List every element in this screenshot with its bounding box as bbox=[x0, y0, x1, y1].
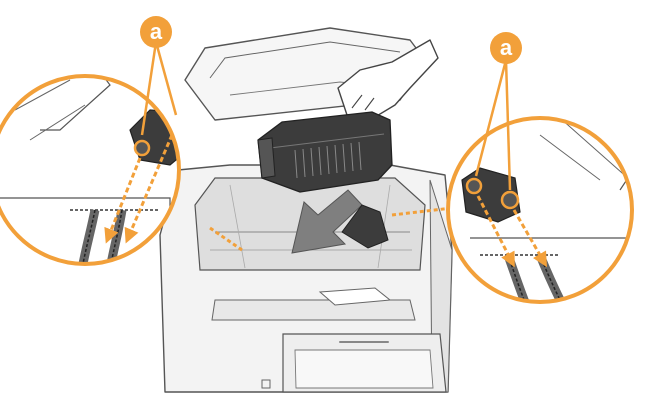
zoom-circle-right bbox=[446, 116, 634, 304]
cartridge-guide-right bbox=[341, 204, 389, 249]
insert-direction-arrow bbox=[291, 189, 363, 254]
paper-output-tray bbox=[318, 287, 392, 306]
callout-badge-right bbox=[490, 32, 522, 64]
callout-right: a bbox=[474, 32, 522, 191]
power-button bbox=[261, 379, 271, 389]
callout-badge-left bbox=[140, 16, 172, 48]
toner-cartridge bbox=[257, 111, 393, 193]
cartridge-protrusion-left-1 bbox=[133, 139, 151, 157]
cartridge-protrusion-right-2 bbox=[500, 190, 520, 210]
callout-left: a bbox=[140, 16, 178, 136]
callout-label-right: a bbox=[500, 35, 513, 60]
connector-right bbox=[391, 206, 453, 217]
callout-label-left: a bbox=[150, 19, 163, 44]
cartridge-protrusion-right-1 bbox=[465, 177, 483, 195]
